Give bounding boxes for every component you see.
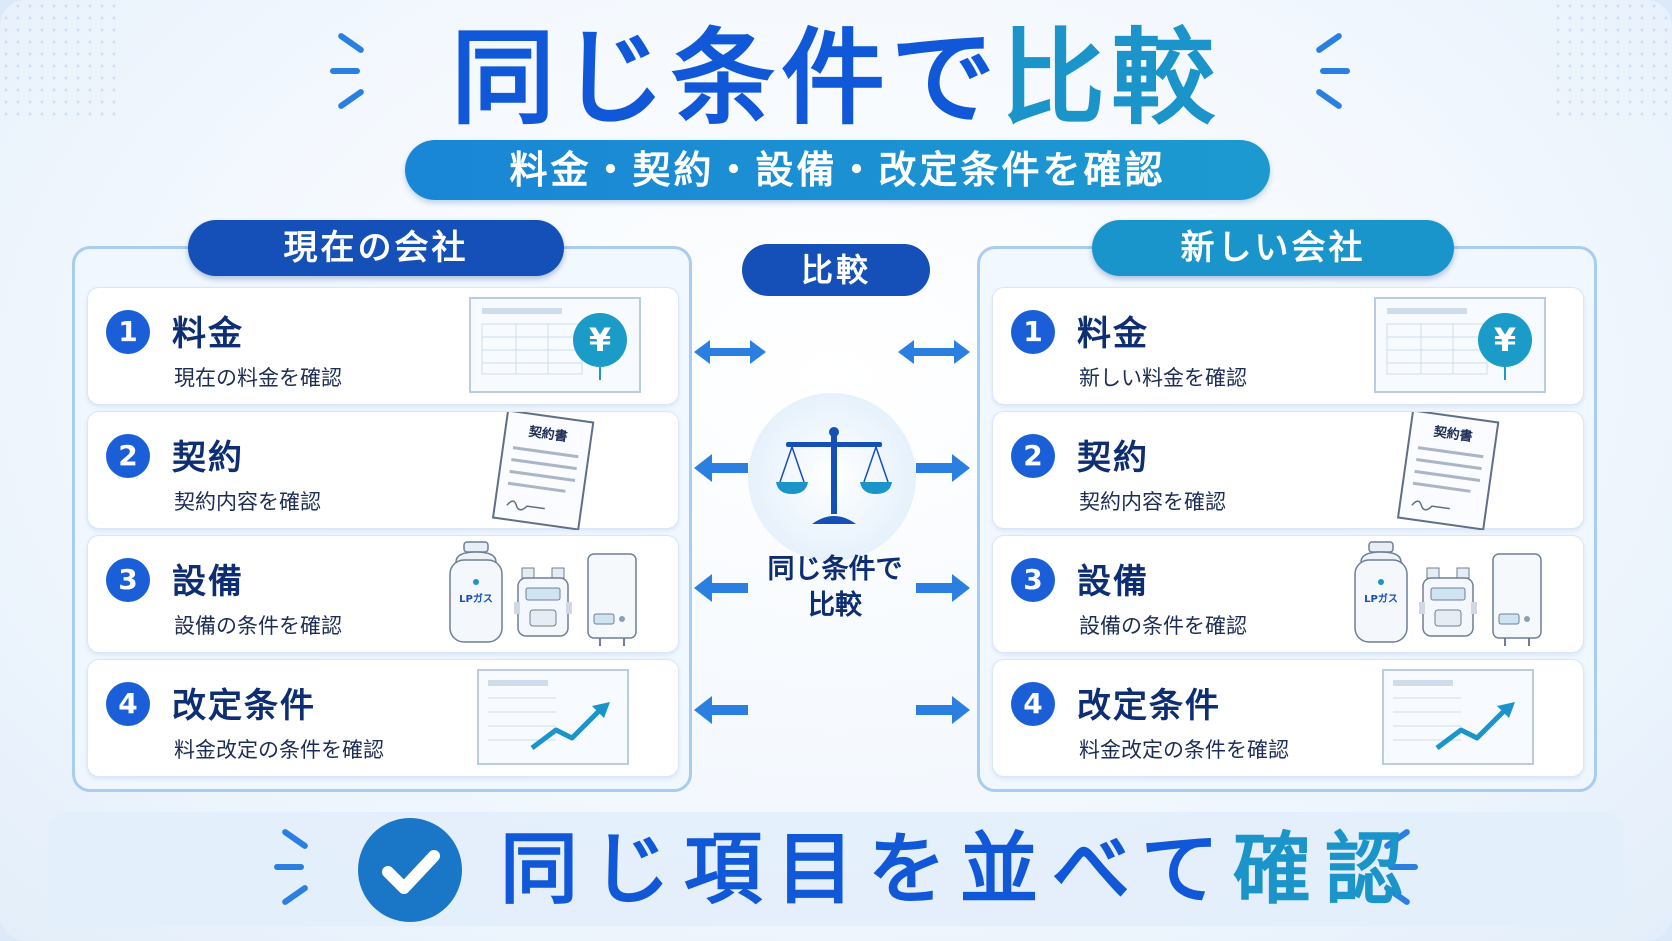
left-panel: 1 料金 現在の料金を確認 ¥ 2 契約 契約内容を確認 契約書 bbox=[72, 246, 692, 792]
double-arrow-icon bbox=[694, 340, 766, 364]
card-title: 改定条件 bbox=[1077, 686, 1221, 726]
number-badge: 4 bbox=[106, 682, 150, 726]
yen-coin-icon: ¥ bbox=[469, 297, 641, 393]
number-badge: 2 bbox=[1011, 434, 1055, 478]
rising-chart-icon bbox=[477, 669, 629, 765]
card-subtitle: 契約内容を確認 bbox=[1079, 490, 1226, 514]
gas-meter-icon bbox=[1419, 567, 1477, 637]
yen-symbol: ¥ bbox=[589, 321, 611, 359]
right-panel: 1 料金 新しい料金を確認 ¥ 2 契約 契約内容を確認 契約書 bbox=[977, 246, 1597, 792]
card-subtitle: 新しい料金を確認 bbox=[1079, 366, 1247, 390]
burst-right-icon bbox=[1370, 827, 1420, 907]
contract-label: 契約書 bbox=[1432, 424, 1474, 445]
number-badge: 3 bbox=[106, 558, 150, 602]
right-card-fee: 1 料金 新しい料金を確認 ¥ bbox=[992, 287, 1584, 405]
right-card-equipment: 3 設備 設備の条件を確認 LPガス bbox=[992, 535, 1584, 653]
right-arrow-icon bbox=[916, 454, 970, 482]
title-main: 同じ条件で bbox=[450, 17, 1001, 139]
lp-gas-tank-icon: LPガス bbox=[1354, 541, 1408, 643]
contract-document-icon: 契約書 bbox=[491, 412, 595, 530]
left-card-equipment: 3 設備 設備の条件を確認 LPガス bbox=[87, 535, 679, 653]
card-subtitle: 料金改定の条件を確認 bbox=[1079, 738, 1289, 762]
bottom-message: 同じ項目を並べて確認 bbox=[500, 820, 1417, 920]
number-badge: 2 bbox=[106, 434, 150, 478]
compare-label: 比較 bbox=[742, 244, 930, 296]
lp-gas-tank-icon: LPガス bbox=[449, 541, 503, 643]
right-panel-title: 新しい会社 bbox=[1092, 220, 1454, 276]
right-card-contract: 2 契約 契約内容を確認 契約書 bbox=[992, 411, 1584, 530]
right-card-revision: 4 改定条件 料金改定の条件を確認 bbox=[992, 659, 1584, 777]
card-title: 契約 bbox=[172, 438, 244, 478]
title-accent: 比較 bbox=[1001, 17, 1222, 139]
double-arrow-icon bbox=[898, 340, 970, 364]
right-arrow-icon bbox=[916, 696, 970, 724]
card-title: 料金 bbox=[1077, 314, 1149, 354]
water-heater-icon bbox=[587, 553, 637, 646]
number-badge: 4 bbox=[1011, 682, 1055, 726]
card-title: 料金 bbox=[172, 314, 244, 354]
center-caption: 同じ条件で 比較 bbox=[740, 552, 930, 624]
bottom-banner bbox=[48, 812, 1624, 926]
gas-meter-icon bbox=[514, 567, 572, 637]
number-badge: 1 bbox=[106, 310, 150, 354]
left-arrow-icon bbox=[694, 696, 748, 724]
left-card-contract: 2 契約 契約内容を確認 契約書 bbox=[87, 411, 679, 530]
card-title: 改定条件 bbox=[172, 686, 316, 726]
card-subtitle: 設備の条件を確認 bbox=[174, 614, 342, 638]
right-arrow-icon bbox=[916, 574, 970, 602]
left-panel-title: 現在の会社 bbox=[188, 220, 564, 276]
dot-pattern-top-left bbox=[0, 0, 120, 120]
number-badge: 1 bbox=[1011, 310, 1055, 354]
yen-symbol: ¥ bbox=[1494, 321, 1516, 359]
card-subtitle: 現在の料金を確認 bbox=[174, 366, 342, 390]
left-card-revision: 4 改定条件 料金改定の条件を確認 bbox=[87, 659, 679, 777]
card-title: 契約 bbox=[1077, 438, 1149, 478]
burst-right-icon bbox=[1302, 31, 1352, 111]
contract-label: 契約書 bbox=[527, 424, 569, 445]
balance-scale-icon bbox=[776, 427, 892, 524]
card-title: 設備 bbox=[172, 562, 244, 602]
card-subtitle: 契約内容を確認 bbox=[174, 490, 321, 514]
contract-document-icon: 契約書 bbox=[1396, 412, 1500, 530]
card-subtitle: 料金改定の条件を確認 bbox=[174, 738, 384, 762]
burst-left-icon bbox=[272, 827, 322, 907]
card-title: 設備 bbox=[1077, 562, 1149, 602]
center-caption-line2: 比較 bbox=[808, 590, 862, 621]
yen-coin-icon: ¥ bbox=[1374, 297, 1546, 393]
rising-chart-icon bbox=[1382, 669, 1534, 765]
burst-left-icon bbox=[328, 31, 378, 111]
left-arrow-icon bbox=[694, 454, 748, 482]
main-title: 同じ条件で比較 bbox=[0, 18, 1672, 138]
dot-pattern-top-right bbox=[1552, 0, 1672, 120]
water-heater-icon bbox=[1492, 553, 1542, 646]
left-card-fee: 1 料金 現在の料金を確認 ¥ bbox=[87, 287, 679, 405]
card-subtitle: 設備の条件を確認 bbox=[1079, 614, 1247, 638]
tank-label: LPガス bbox=[459, 592, 493, 605]
left-arrow-icon bbox=[694, 574, 748, 602]
tank-label: LPガス bbox=[1364, 592, 1398, 605]
center-caption-line1: 同じ条件で bbox=[767, 554, 903, 585]
check-circle-icon bbox=[358, 818, 462, 922]
subtitle-banner: 料金・契約・設備・改定条件を確認 bbox=[405, 140, 1270, 200]
number-badge: 3 bbox=[1011, 558, 1055, 602]
bottom-main: 同じ項目を並べて bbox=[500, 825, 1233, 915]
bottom-accent: 確認 bbox=[1232, 825, 1417, 915]
